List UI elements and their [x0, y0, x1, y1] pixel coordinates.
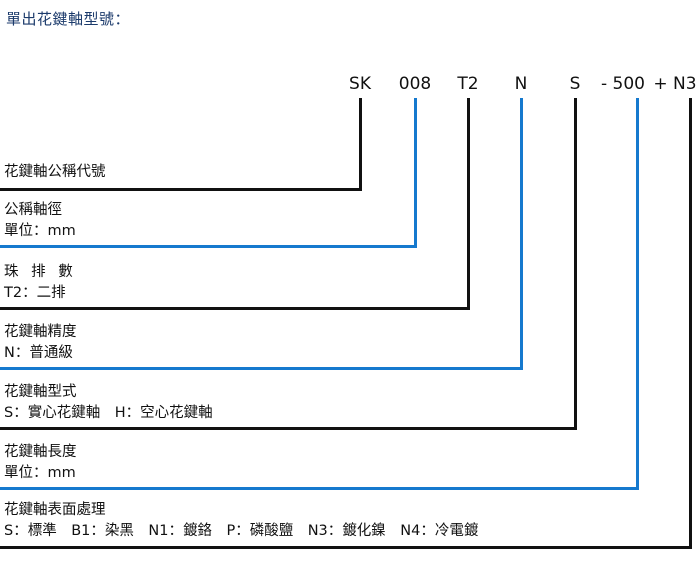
divider-rule-spline-shaft-accuracy — [0, 367, 523, 370]
leader-line-spline-shaft-accuracy — [520, 98, 523, 370]
leader-line-spline-shaft-surface-treatment — [689, 98, 692, 549]
callout-label-line: 花鍵軸長度 — [4, 444, 77, 460]
model-code-token: SK — [349, 74, 371, 94]
callout-spline-shaft-length: 花鍵軸長度單位：mm — [4, 442, 77, 484]
callout-label-line: 花鍵軸精度 — [4, 324, 77, 340]
leader-line-spline-shaft-code — [359, 98, 362, 191]
divider-rule-spline-shaft-surface-treatment — [0, 546, 692, 549]
model-code-token: N — [514, 74, 528, 94]
callout-label-line: 花鍵軸型式 — [4, 384, 77, 400]
divider-rule-ball-row-count — [0, 307, 470, 310]
callout-label-line: S：標準 B1：染黑 N1：鍍鉻 P：磷酸鹽 N3：鍍化鎳 N4：冷電鍍 — [4, 523, 479, 539]
callout-spline-shaft-code: 花鍵軸公稱代號 — [4, 162, 106, 183]
callout-label-line: 珠 排 數 — [4, 264, 77, 280]
callout-label-line: 花鍵軸表面處理 — [4, 502, 106, 518]
leader-line-spline-shaft-type — [574, 98, 577, 430]
model-code-token: S — [569, 74, 581, 94]
leader-line-ball-row-count — [467, 98, 470, 310]
callout-label-line: S：實心花鍵軸 H：空心花鍵軸 — [4, 405, 213, 421]
callout-label-line: 花鍵軸公稱代號 — [4, 164, 106, 180]
callout-label-line: 公稱軸徑 — [4, 202, 62, 218]
divider-rule-spline-shaft-length — [0, 487, 639, 490]
leader-line-spline-shaft-length — [636, 98, 639, 490]
callout-spline-shaft-accuracy: 花鍵軸精度 N：普通級 — [4, 322, 77, 364]
callout-ball-row-count: 珠 排 數 T2：二排 — [4, 262, 77, 304]
callout-spline-shaft-surface-treatment: 花鍵軸表面處理 S：標準 B1：染黑 N1：鍍鉻 P：磷酸鹽 N3：鍍化鎳 N4：… — [4, 500, 478, 542]
leader-line-nominal-shaft-diameter — [414, 98, 417, 248]
model-code-token: 008 — [398, 74, 432, 94]
model-code-token: T2 — [457, 74, 479, 94]
callout-spline-shaft-type: 花鍵軸型式 S：實心花鍵軸 H：空心花鍵軸 — [4, 382, 213, 424]
model-code-token: + N3 — [653, 74, 697, 94]
callout-label-line: 單位：mm — [4, 223, 76, 239]
divider-rule-spline-shaft-type — [0, 427, 577, 430]
model-code-token: - 500 — [601, 74, 645, 94]
callout-nominal-shaft-diameter: 公稱軸徑單位：mm — [4, 200, 76, 242]
callout-label-line: 單位：mm — [4, 465, 76, 481]
divider-rule-spline-shaft-code — [0, 188, 362, 191]
callout-label-line: T2：二排 — [4, 285, 66, 301]
page-title: 單出花鍵軸型號： — [6, 10, 131, 28]
divider-rule-nominal-shaft-diameter — [0, 245, 417, 248]
callout-label-line: N：普通級 — [4, 345, 73, 361]
